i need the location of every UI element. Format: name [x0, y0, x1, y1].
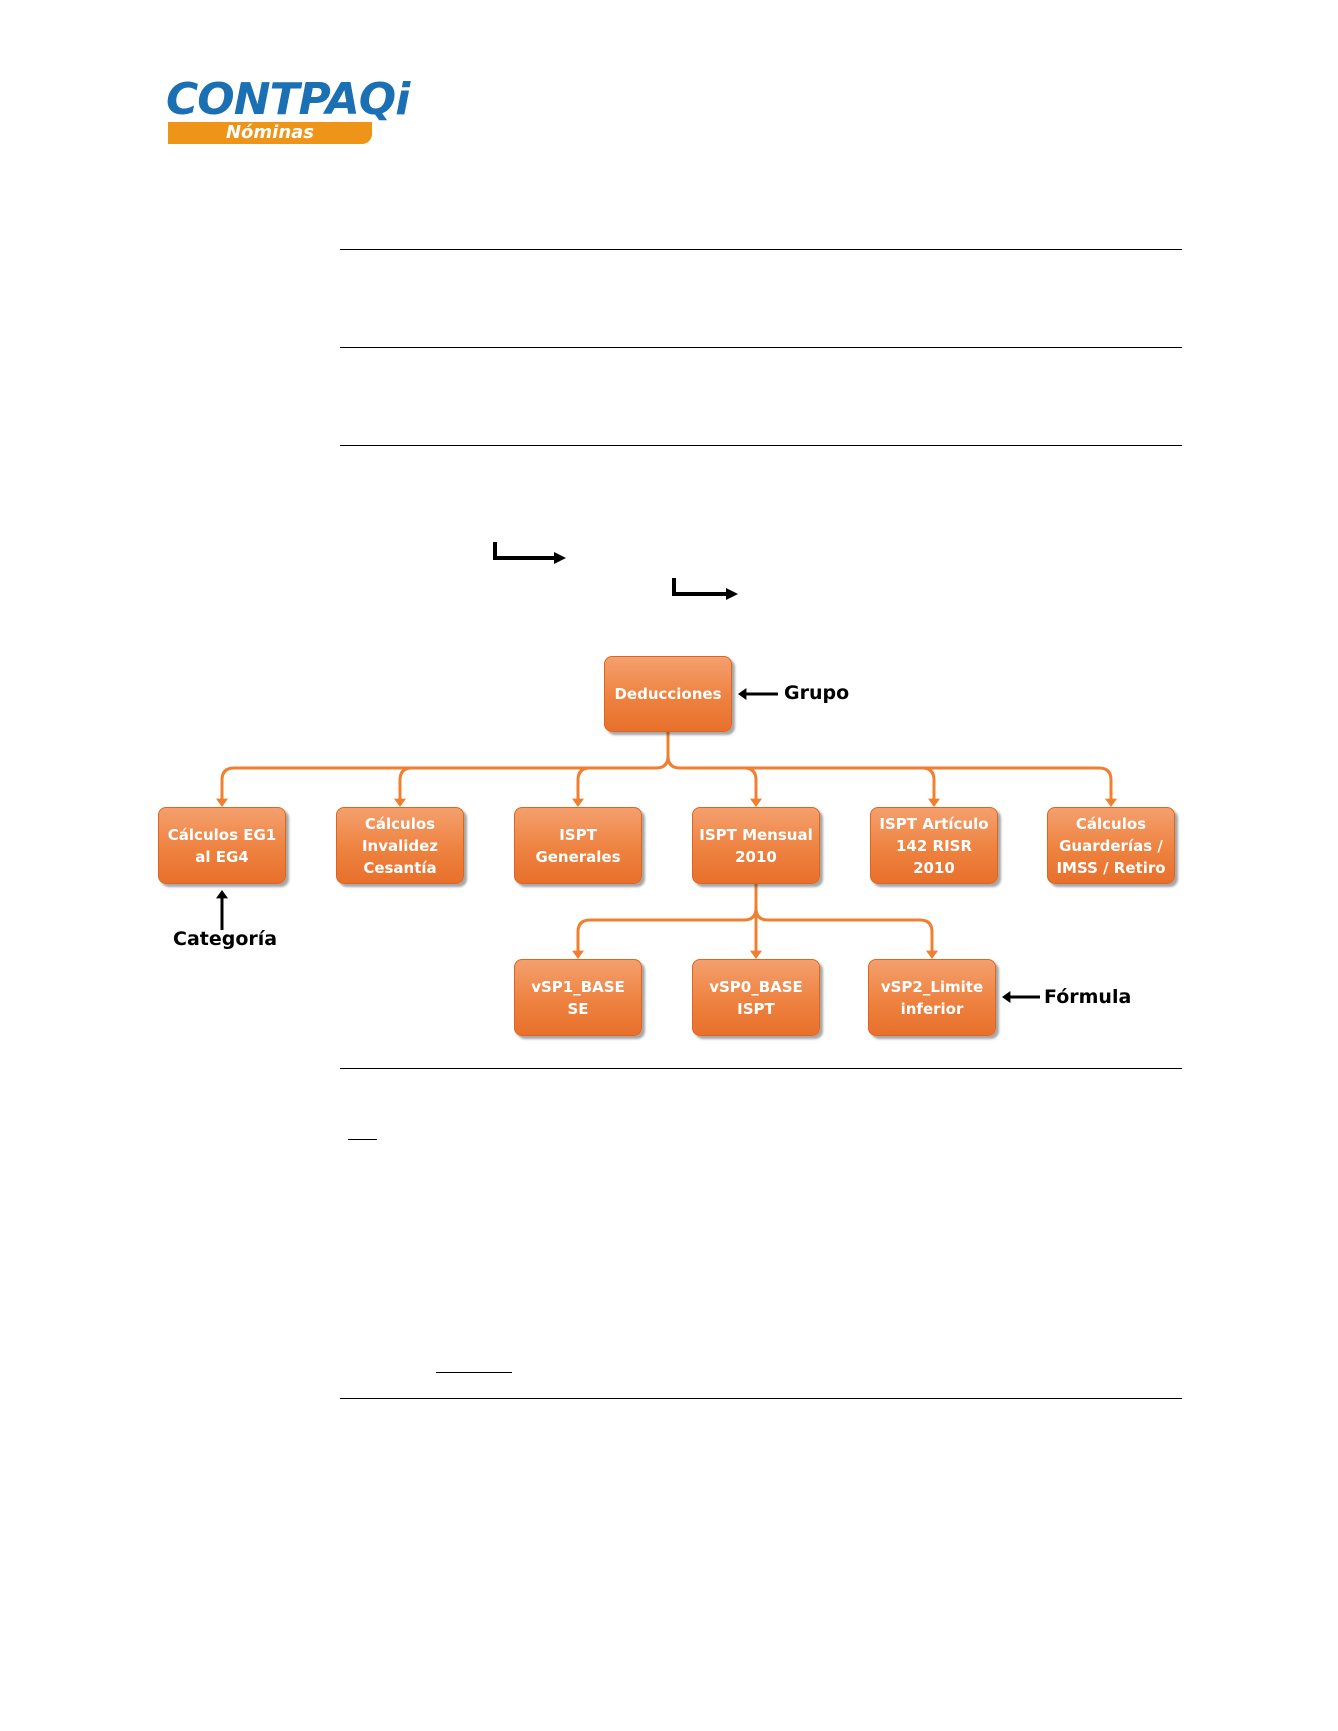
node-category-3: ISPT Generales [514, 807, 642, 884]
node-formula-1: vSP1_BASE SE [514, 959, 642, 1036]
path-arrow-1-icon [493, 542, 566, 564]
logo-product: Nóminas [225, 122, 315, 143]
node-formula-3: vSP2_Limite inferior [868, 959, 996, 1036]
node-category-2: Cálculos Invalidez Cesantía [336, 807, 464, 884]
logo-product-bar: Nóminas [168, 122, 372, 144]
underline-mark-1 [348, 1139, 377, 1140]
node-category-1: Cálculos EG1 al EG4 [158, 807, 286, 884]
label-formula: Fórmula [1044, 986, 1132, 1008]
node-category-5: ISPT Artículo 142 RISR 2010 [870, 807, 998, 884]
section-rule-1 [340, 249, 1182, 250]
node-formula-2: vSP0_BASE ISPT [692, 959, 820, 1036]
node-category-6: Cálculos Guarderías / IMSS / Retiro [1047, 807, 1175, 884]
logo-brand: CONTPAQi [166, 74, 410, 125]
label-grupo: Grupo [784, 682, 850, 704]
underline-mark-2 [436, 1372, 512, 1373]
node-group-deducciones: Deducciones [604, 656, 732, 732]
label-categoria: Categoría [173, 928, 278, 950]
section-rule-4 [340, 1068, 1182, 1069]
node-category-4: ISPT Mensual 2010 [692, 807, 820, 884]
contpaqi-nominas-logo: CONTPAQi Nóminas [166, 74, 410, 148]
section-rule-3 [340, 445, 1182, 446]
path-arrow-2-icon [672, 578, 738, 600]
section-rule-2 [340, 347, 1182, 348]
section-rule-5 [340, 1398, 1182, 1399]
